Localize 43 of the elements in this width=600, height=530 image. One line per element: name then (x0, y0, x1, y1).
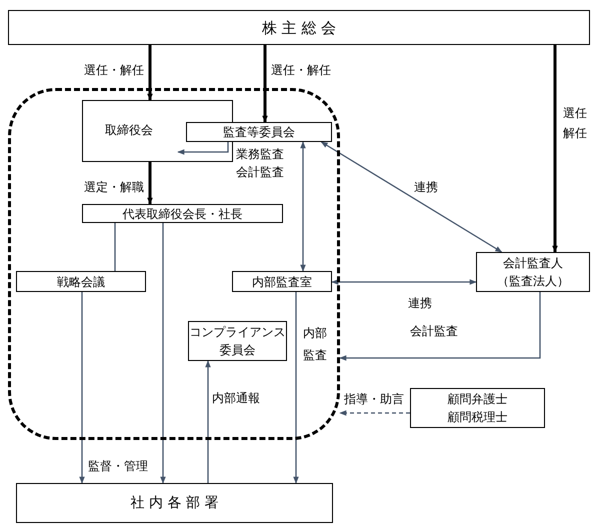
edge-label: 監督・管理 (88, 457, 148, 475)
arrow (552, 45, 558, 253)
box-label: 取締役会 (105, 122, 153, 139)
edge-label: 連携 (414, 178, 438, 196)
arrow (339, 410, 410, 416)
org-box (16, 271, 146, 292)
arrow (205, 360, 211, 483)
arrow (262, 45, 268, 123)
edge-label: 会計監査 (410, 322, 458, 340)
arrow (147, 162, 153, 205)
edge-label: 選任・解任 (271, 61, 331, 79)
box-label: 会計監査人（監査法人） (496, 255, 570, 290)
arrow (331, 279, 477, 285)
arrow (339, 292, 541, 361)
box-label: 内部監査室 (252, 274, 312, 290)
box-label: 代表取締役会長・社長 (122, 206, 242, 222)
box-label: コンプライアンス委員会 (189, 324, 286, 359)
arrow (160, 223, 166, 484)
box-label: 顧問弁護士 (448, 391, 508, 408)
arrow (300, 141, 306, 272)
box-label: 株 主 総 会 (262, 18, 336, 36)
box-label: 戦略会議 (57, 274, 105, 290)
arrow (293, 292, 299, 484)
org-box (82, 100, 233, 162)
arrow (79, 292, 85, 484)
org-box (82, 204, 283, 223)
box-label: 顧問税理士 (448, 409, 508, 426)
edge-label: 内部通報 (212, 389, 260, 407)
box-label: 社 内 各 部 署 (130, 494, 218, 512)
edge-label: 選任・解任 (84, 61, 144, 79)
arrow (177, 142, 229, 155)
org-box (232, 271, 332, 292)
org-box (16, 483, 333, 523)
arrow (147, 45, 153, 101)
org-box (410, 388, 545, 428)
edge-label: 選定・解職 (84, 178, 144, 196)
edge-label: 指導・助言 (344, 390, 404, 408)
box-label: 監査等委員会 (223, 124, 295, 141)
org-box (476, 252, 590, 292)
org-box (8, 10, 590, 45)
org-box (186, 122, 332, 142)
arrow (320, 141, 502, 253)
edge-label: 連携 (408, 294, 432, 312)
